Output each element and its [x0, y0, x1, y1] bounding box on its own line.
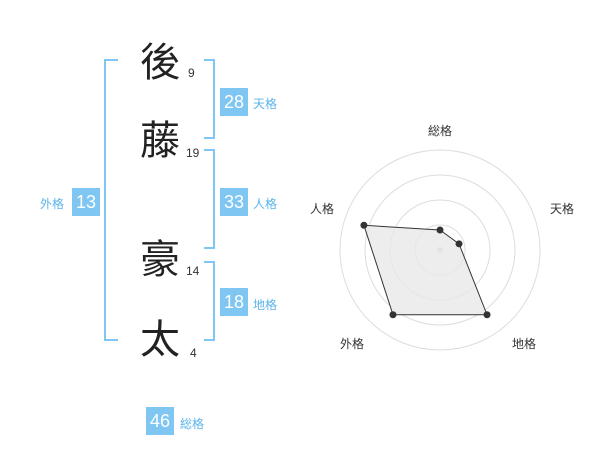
radar-point-2 — [483, 311, 491, 319]
chikaku-bracket — [204, 261, 215, 341]
gaikaku-bracket — [104, 59, 118, 341]
chikaku-label: 地格 — [253, 298, 278, 312]
tenkaku-bracket — [204, 59, 215, 139]
jinkaku-label: 人格 — [253, 197, 278, 211]
gaikaku-score: 13 — [72, 188, 100, 216]
name-char-2-strokes: 19 — [186, 146, 200, 160]
radar-point-3 — [389, 311, 397, 319]
tenkaku-label: 天格 — [253, 97, 278, 111]
name-char-1-strokes: 9 — [188, 66, 195, 80]
radar-axis-label-soukaku: 総格 — [428, 124, 453, 138]
name-char-3: 豪 — [140, 237, 180, 283]
name-char-4-strokes: 4 — [190, 346, 197, 360]
name-char-2: 藤 — [140, 118, 180, 164]
radar-point-0 — [436, 226, 444, 234]
radar-point-1 — [455, 240, 463, 248]
name-char-1: 後 — [140, 40, 180, 86]
radar-axis-label-tenkaku: 天格 — [550, 202, 575, 216]
radar-axis-label-gaikaku: 外格 — [340, 337, 365, 351]
radar-ring-4 — [339, 149, 541, 351]
soukaku-label: 総格 — [180, 417, 205, 431]
soukaku-score: 46 — [146, 407, 174, 435]
chikaku-score: 18 — [220, 288, 248, 316]
name-char-3-strokes: 14 — [186, 264, 200, 278]
name-char-4: 太 — [140, 317, 180, 363]
jinkaku-bracket — [204, 149, 215, 249]
radar-point-4 — [360, 221, 368, 229]
jinkaku-score: 33 — [220, 188, 248, 216]
radar-axis-label-chikaku: 地格 — [512, 337, 537, 351]
radar-polygon — [363, 224, 488, 316]
radar-ring-3 — [364, 174, 516, 326]
gaikaku-label: 外格 — [40, 197, 65, 211]
radar-axis-label-jinkaku: 人格 — [310, 202, 335, 216]
tenkaku-score: 28 — [220, 88, 248, 116]
